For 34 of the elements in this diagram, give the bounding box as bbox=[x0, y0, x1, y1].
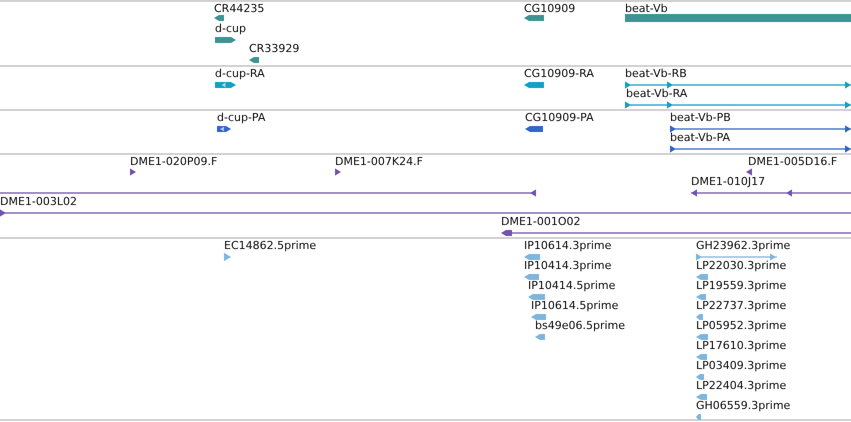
feature-label: beat-Vb-PA bbox=[670, 131, 730, 144]
feature-label: bs49e06.5prime bbox=[535, 319, 626, 332]
feature-label: beat-Vb-RA bbox=[626, 87, 688, 100]
feature-label: DME1-007K24.F bbox=[335, 155, 423, 168]
feature-label: GH23962.3prime bbox=[696, 239, 790, 252]
feature-label: beat-Vb-RB bbox=[625, 67, 687, 80]
feature-label: IP10614.5prime bbox=[531, 299, 618, 312]
feature-label: IP10414.5prime bbox=[528, 279, 616, 292]
feature-label: IP10614.3prime bbox=[524, 239, 612, 252]
feature-label: beat-Vb-PB bbox=[670, 111, 731, 124]
feature-label: DME1-003L02 bbox=[0, 195, 77, 208]
feature-label: beat-Vb bbox=[625, 2, 668, 15]
feature-label: d-cup-PA bbox=[217, 111, 266, 124]
feature-label: d-cup bbox=[215, 22, 246, 35]
feature-label: EC14862.5prime bbox=[224, 239, 316, 252]
feature-label: GH06559.3prime bbox=[696, 399, 790, 412]
feature-label: DME1-020P09.F bbox=[130, 155, 218, 168]
feature-label: CG10909-PA bbox=[525, 111, 594, 124]
feature-label: LP22737.3prime bbox=[696, 299, 786, 312]
feature-label: DME1-001O02 bbox=[501, 215, 581, 228]
feature-label: CR33929 bbox=[249, 42, 300, 55]
feature-label: DME1-005D16.F bbox=[748, 155, 838, 168]
feature-label: LP22404.3prime bbox=[696, 379, 786, 392]
feature-label: LP17610.3prime bbox=[696, 339, 786, 352]
feature-label: LP05952.3prime bbox=[696, 319, 786, 332]
feature-label: d-cup-RA bbox=[215, 67, 265, 80]
feature-label: LP19559.3prime bbox=[696, 279, 786, 292]
feature-label: LP03409.3prime bbox=[696, 359, 786, 372]
feature-label: CG10909-RA bbox=[524, 67, 594, 80]
feature-label: CG10909 bbox=[524, 2, 576, 15]
feature-label: DME1-010J17 bbox=[691, 175, 766, 188]
feature-label: LP22030.3prime bbox=[696, 259, 786, 272]
feature-label: IP10414.3prime bbox=[524, 259, 612, 272]
feature-label: CR44235 bbox=[214, 2, 264, 15]
